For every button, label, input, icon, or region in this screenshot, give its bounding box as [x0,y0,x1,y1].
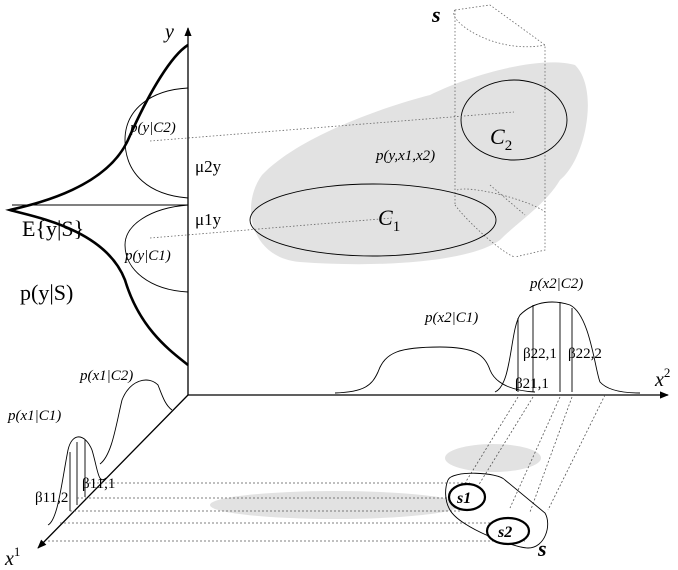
beta2-21-label: β22,1 [523,346,557,362]
density-y-c1 [124,204,189,293]
cluster-c1-ellipse [249,183,497,257]
density-x2-c1-label: p(x2|C1) [424,310,478,326]
axes [37,27,669,549]
projection-lines [12,111,515,239]
joint-density-label: p(y,x1,x2) [375,148,435,164]
cluster-c1-label: C1 [378,205,400,235]
marginal-density-label: p(y|S) [20,280,73,305]
set-s-region [445,472,549,549]
set-s-outline [445,472,549,549]
density-x2-c2-label: p(x2|C2) [529,276,583,292]
density-x2-c2 [494,301,641,394]
component-densities-y [124,87,189,293]
beta1-12-label: β11,2 [35,490,68,506]
density-y-c2-label: p(y|C2) [129,120,176,136]
beta1-11-label: β11,1 [82,476,115,492]
beta2-22-label: β22,2 [568,346,602,362]
point-s1-ellipse [447,482,487,512]
density-x1-c1-label: p(x1|C1) [7,408,61,424]
mean-mu1-label: μ1y [195,210,222,229]
density-y-c2 [124,87,189,199]
shade-s-lower [210,491,460,519]
x1-densities [47,379,173,526]
point-s1-label: s1 [456,490,471,507]
expectation-label: E{y|S} [22,216,84,241]
s-bottom-label: s [537,536,547,561]
shade-s-upper [445,444,541,472]
mean-mu2-label: μ2y [195,157,222,176]
density-x1-c1 [47,436,107,526]
cluster-c2-ellipse [460,79,568,161]
x1-axis [37,394,189,549]
x1-axis-label: x1 [4,544,20,570]
s-top-label: s [431,2,441,27]
density-x1-c2-label: p(x1|C2) [79,368,133,384]
marginal-density-y [5,43,189,367]
x2-axis-label: x2 [654,365,670,391]
density-x1-c2 [99,379,173,465]
point-s2-label: s2 [497,524,512,541]
density-y-c1-label: p(y|C1) [124,248,171,264]
cluster-ellipses [249,79,568,257]
projection-cylinder [453,4,546,258]
cluster-c2-label: C2 [490,124,512,154]
beta2-11-label: β21,1 [515,376,549,392]
bottom-projection-lines [48,394,606,542]
density-x2-c1 [334,346,536,394]
y-axis-label: y [163,21,174,43]
x2-densities [334,301,641,394]
point-s2-ellipse [485,516,531,546]
